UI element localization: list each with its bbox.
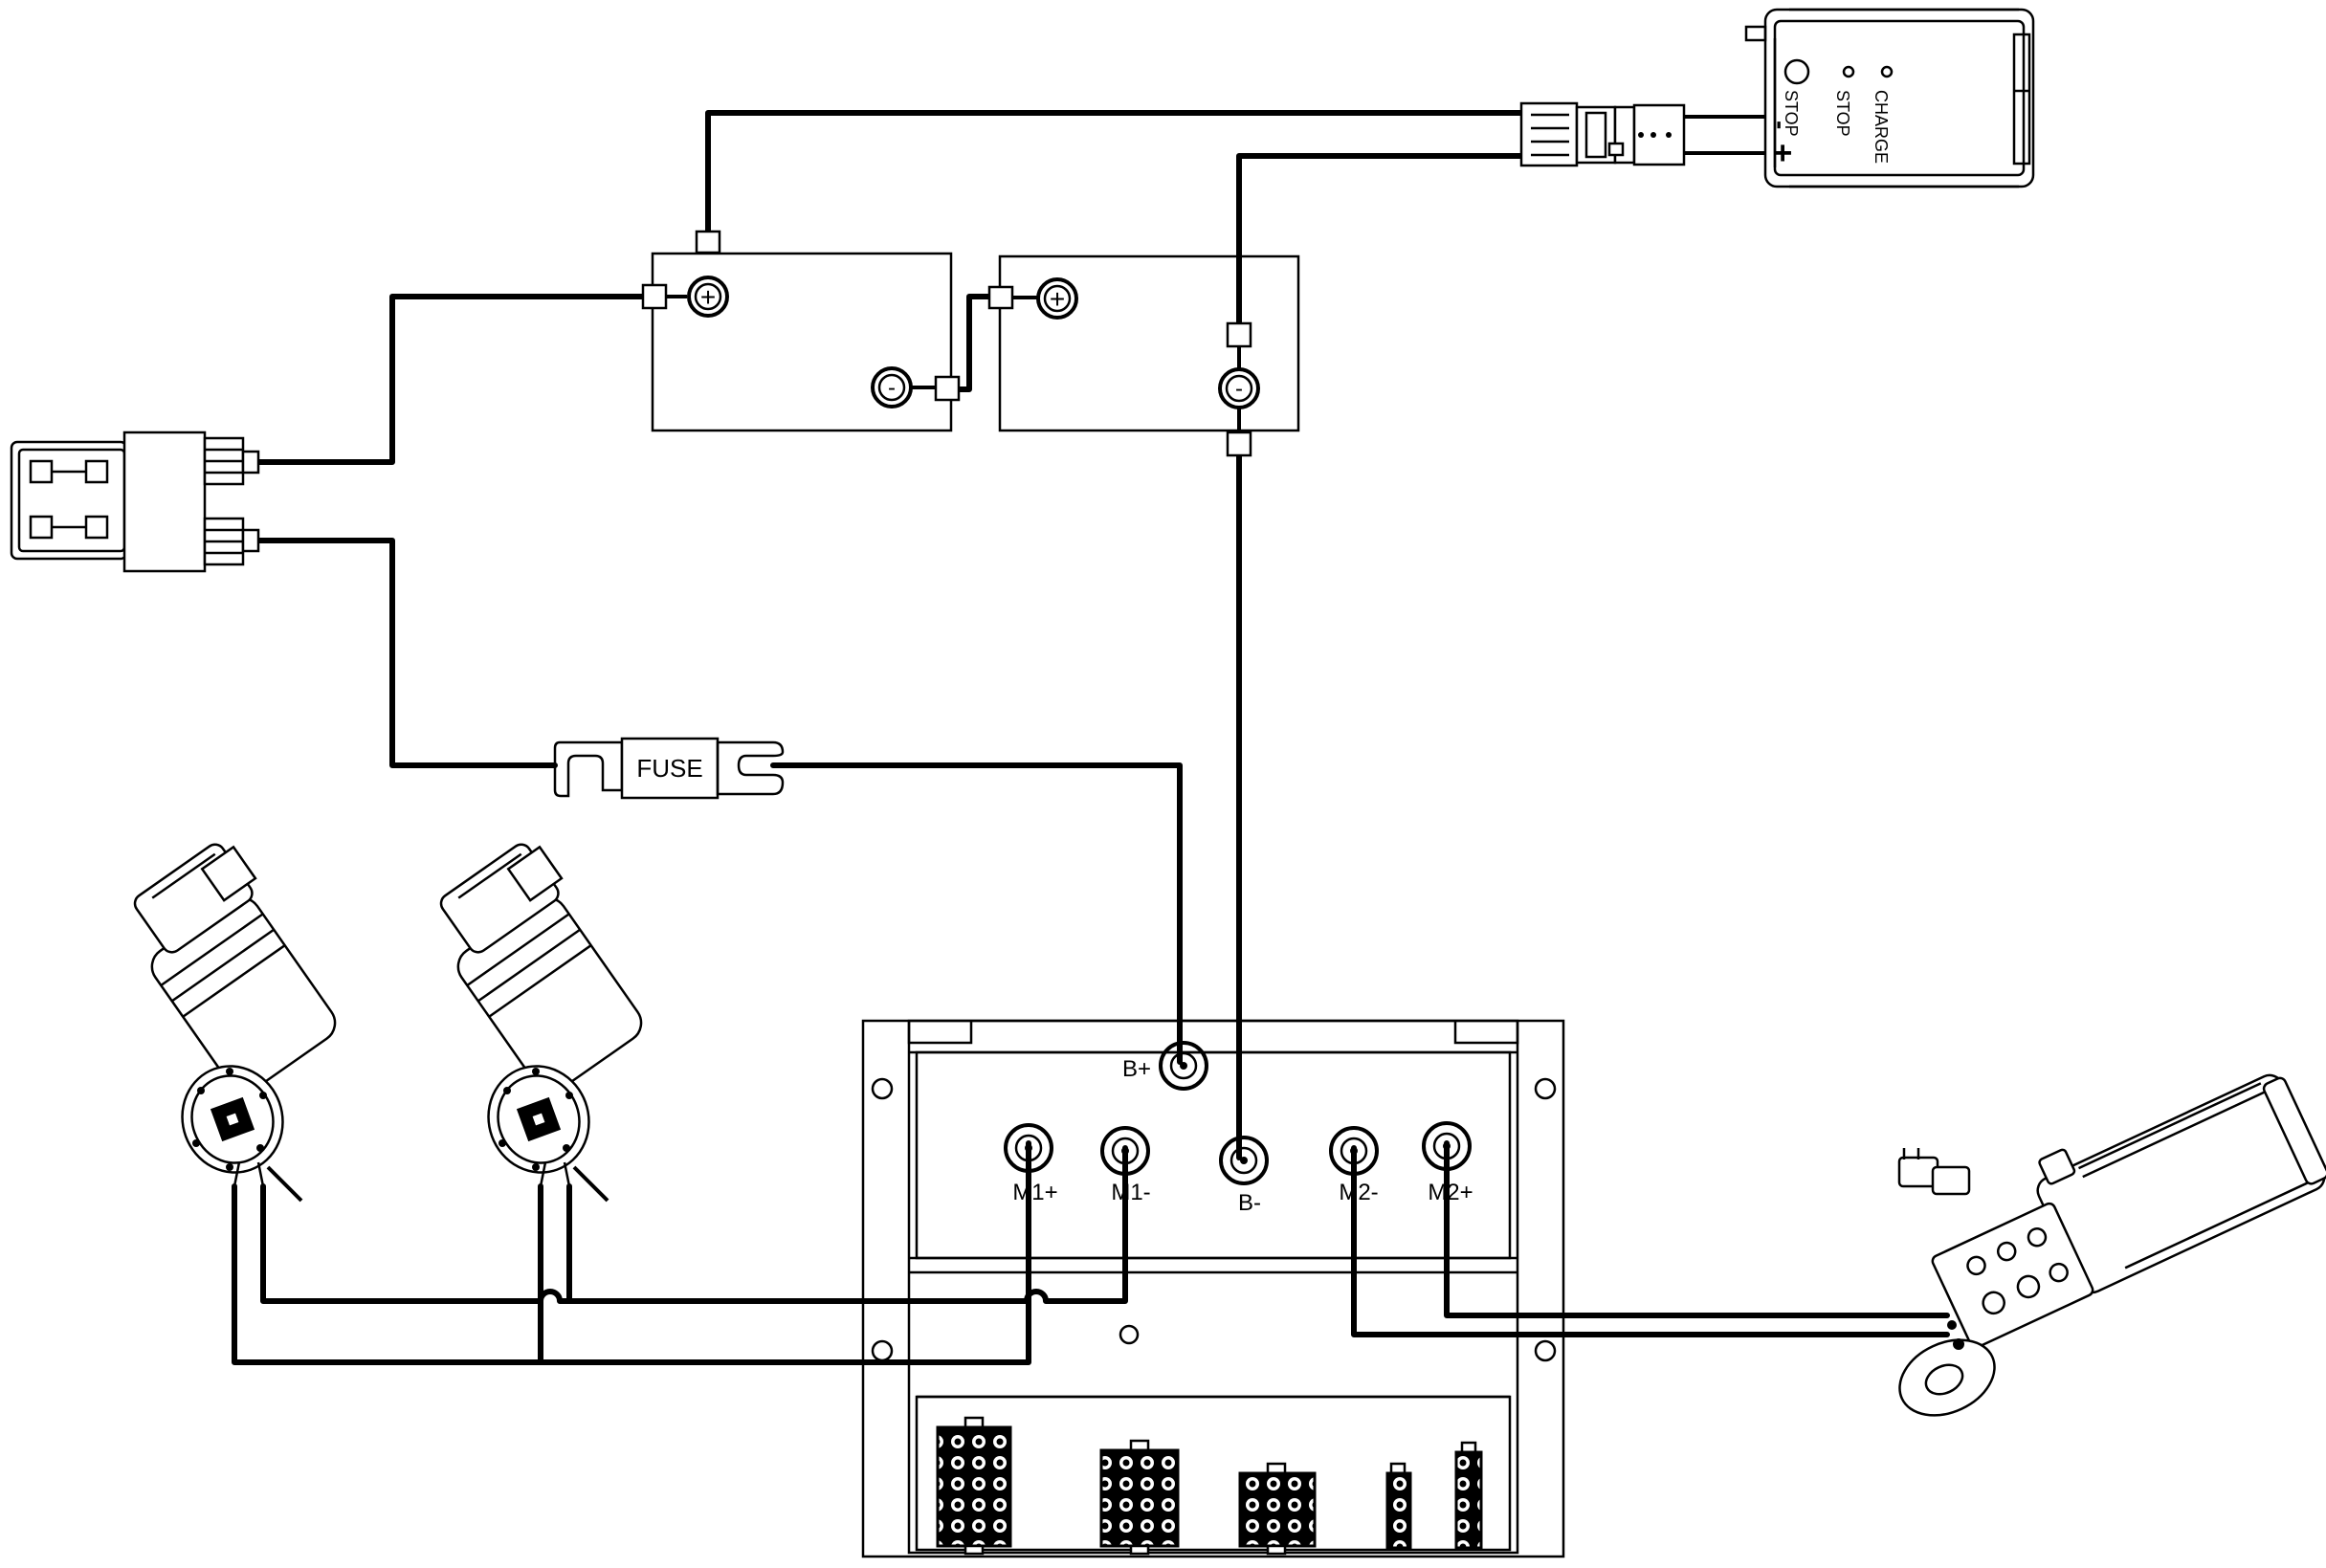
terminal-b-minus <box>1219 1136 1269 1185</box>
pump-solenoid <box>1898 1338 1996 1417</box>
pump-motor-endcap <box>2262 1076 2326 1185</box>
indicator-hole <box>1119 1324 1140 1345</box>
signal-connector-5 <box>1454 1441 1483 1550</box>
switch-body <box>122 431 207 573</box>
terminal-b-plus <box>1159 1041 1208 1091</box>
fuse-right-blade <box>716 740 785 796</box>
battery-1-top-lug <box>695 230 721 254</box>
controller-housing <box>907 1019 1519 1555</box>
charger-side-rail <box>2012 33 2031 166</box>
wires <box>232 110 1950 1365</box>
battery-2-top-lug <box>1226 321 1252 348</box>
terminal-m1-minus <box>1100 1126 1150 1176</box>
battery-1: + - <box>641 230 961 432</box>
terminal-b-minus-label: B- <box>1238 1190 1261 1216</box>
pump-filler-cap <box>2038 1148 2076 1185</box>
battery-2-case <box>998 254 1300 432</box>
charger-body <box>1763 8 2035 188</box>
terminal-m1-plus-label: M1+ <box>1012 1180 1057 1205</box>
battery-1-plus-terminal <box>687 276 729 318</box>
battery-2-plus-terminal <box>1036 277 1078 320</box>
wire-m2-plus <box>1444 1140 1950 1318</box>
terminal-b-plus-label: B+ <box>1122 1056 1151 1082</box>
drive-motor-left <box>133 843 337 1203</box>
wire-fuse-to-b-plus <box>770 762 1183 1065</box>
charger-stop-button-label: STOP <box>1782 90 1801 137</box>
signal-connector-3 <box>1238 1462 1317 1556</box>
signal-connector-2 <box>1099 1439 1180 1556</box>
wire-m2-minus <box>1351 1145 1950 1337</box>
wire-m1-minus <box>260 1145 1128 1304</box>
fuse-left-blade <box>553 740 624 798</box>
pump-valve-block <box>1931 1202 2094 1349</box>
wire-m1-plus <box>232 1140 1031 1365</box>
charge-led-icon <box>1880 65 1894 78</box>
charger-minus-sign: - <box>1766 121 1796 129</box>
wire-battery-series-link <box>954 294 996 392</box>
charger-led-label-charge: CHARGE <box>1872 90 1891 164</box>
charger-plus-sign: + <box>1764 144 1801 163</box>
battery-charger: - + STOP STOP CHARGE <box>1684 8 2035 188</box>
anderson-connector <box>1519 101 1686 167</box>
motor-left-brake-connector <box>200 845 257 902</box>
wire-switch-to-fuse <box>255 538 558 768</box>
terminal-m2-minus <box>1329 1126 1379 1176</box>
battery-1-case <box>651 252 953 432</box>
wire-charger-to-battery1-plus <box>705 110 1526 237</box>
charger-led-label-stop: STOP <box>1833 90 1852 137</box>
signal-connector-1 <box>936 1416 1012 1556</box>
battery-1-side-lug <box>641 283 668 310</box>
hydraulic-pump <box>1897 1073 2326 1417</box>
battery-1-minus-lug <box>934 375 961 402</box>
battery-2-minus-symbol: - <box>1235 376 1243 402</box>
mount-hole-bottom-right <box>1534 1339 1557 1362</box>
stop-led-icon <box>1842 65 1855 78</box>
battery-2-plus-symbol: + <box>1050 284 1065 314</box>
wire-switch-to-battery1 <box>255 294 648 465</box>
terminal-m2-minus-label: M2- <box>1339 1180 1378 1205</box>
mount-hole-bottom-left <box>871 1339 894 1362</box>
battery-2: + - <box>987 254 1300 457</box>
charger-stop-button[interactable] <box>1783 58 1810 85</box>
battery-1-plus-symbol: + <box>700 282 716 312</box>
fuse-label: FUSE <box>636 754 702 783</box>
charger-mount-tab <box>1744 25 1767 42</box>
terminal-m2-plus-label: M2+ <box>1428 1180 1473 1205</box>
fuse: FUSE <box>553 737 785 800</box>
battery-1-minus-symbol: - <box>888 375 896 401</box>
charger-inner-frame <box>1773 19 2026 177</box>
signal-connector-4 <box>1385 1462 1412 1550</box>
mount-hole-top-left <box>871 1077 894 1100</box>
battery-2-bottom-lug <box>1226 431 1252 457</box>
terminal-m2-plus <box>1422 1121 1472 1171</box>
drive-motor-right <box>439 843 643 1203</box>
motor-right-brake-connector <box>506 845 564 902</box>
terminal-m1-minus-label: M1- <box>1111 1180 1150 1205</box>
motor-controller: B+ M1+ M1- B- M2- M2+ <box>861 1019 1565 1558</box>
switch-handle-outer <box>10 440 128 561</box>
terminal-m1-plus <box>1004 1123 1053 1173</box>
wire-charger-to-battery2-minus <box>1236 153 1526 328</box>
main-switch <box>10 431 260 573</box>
battery-2-side-lug <box>987 285 1014 310</box>
mount-hole-top-right <box>1534 1077 1557 1100</box>
